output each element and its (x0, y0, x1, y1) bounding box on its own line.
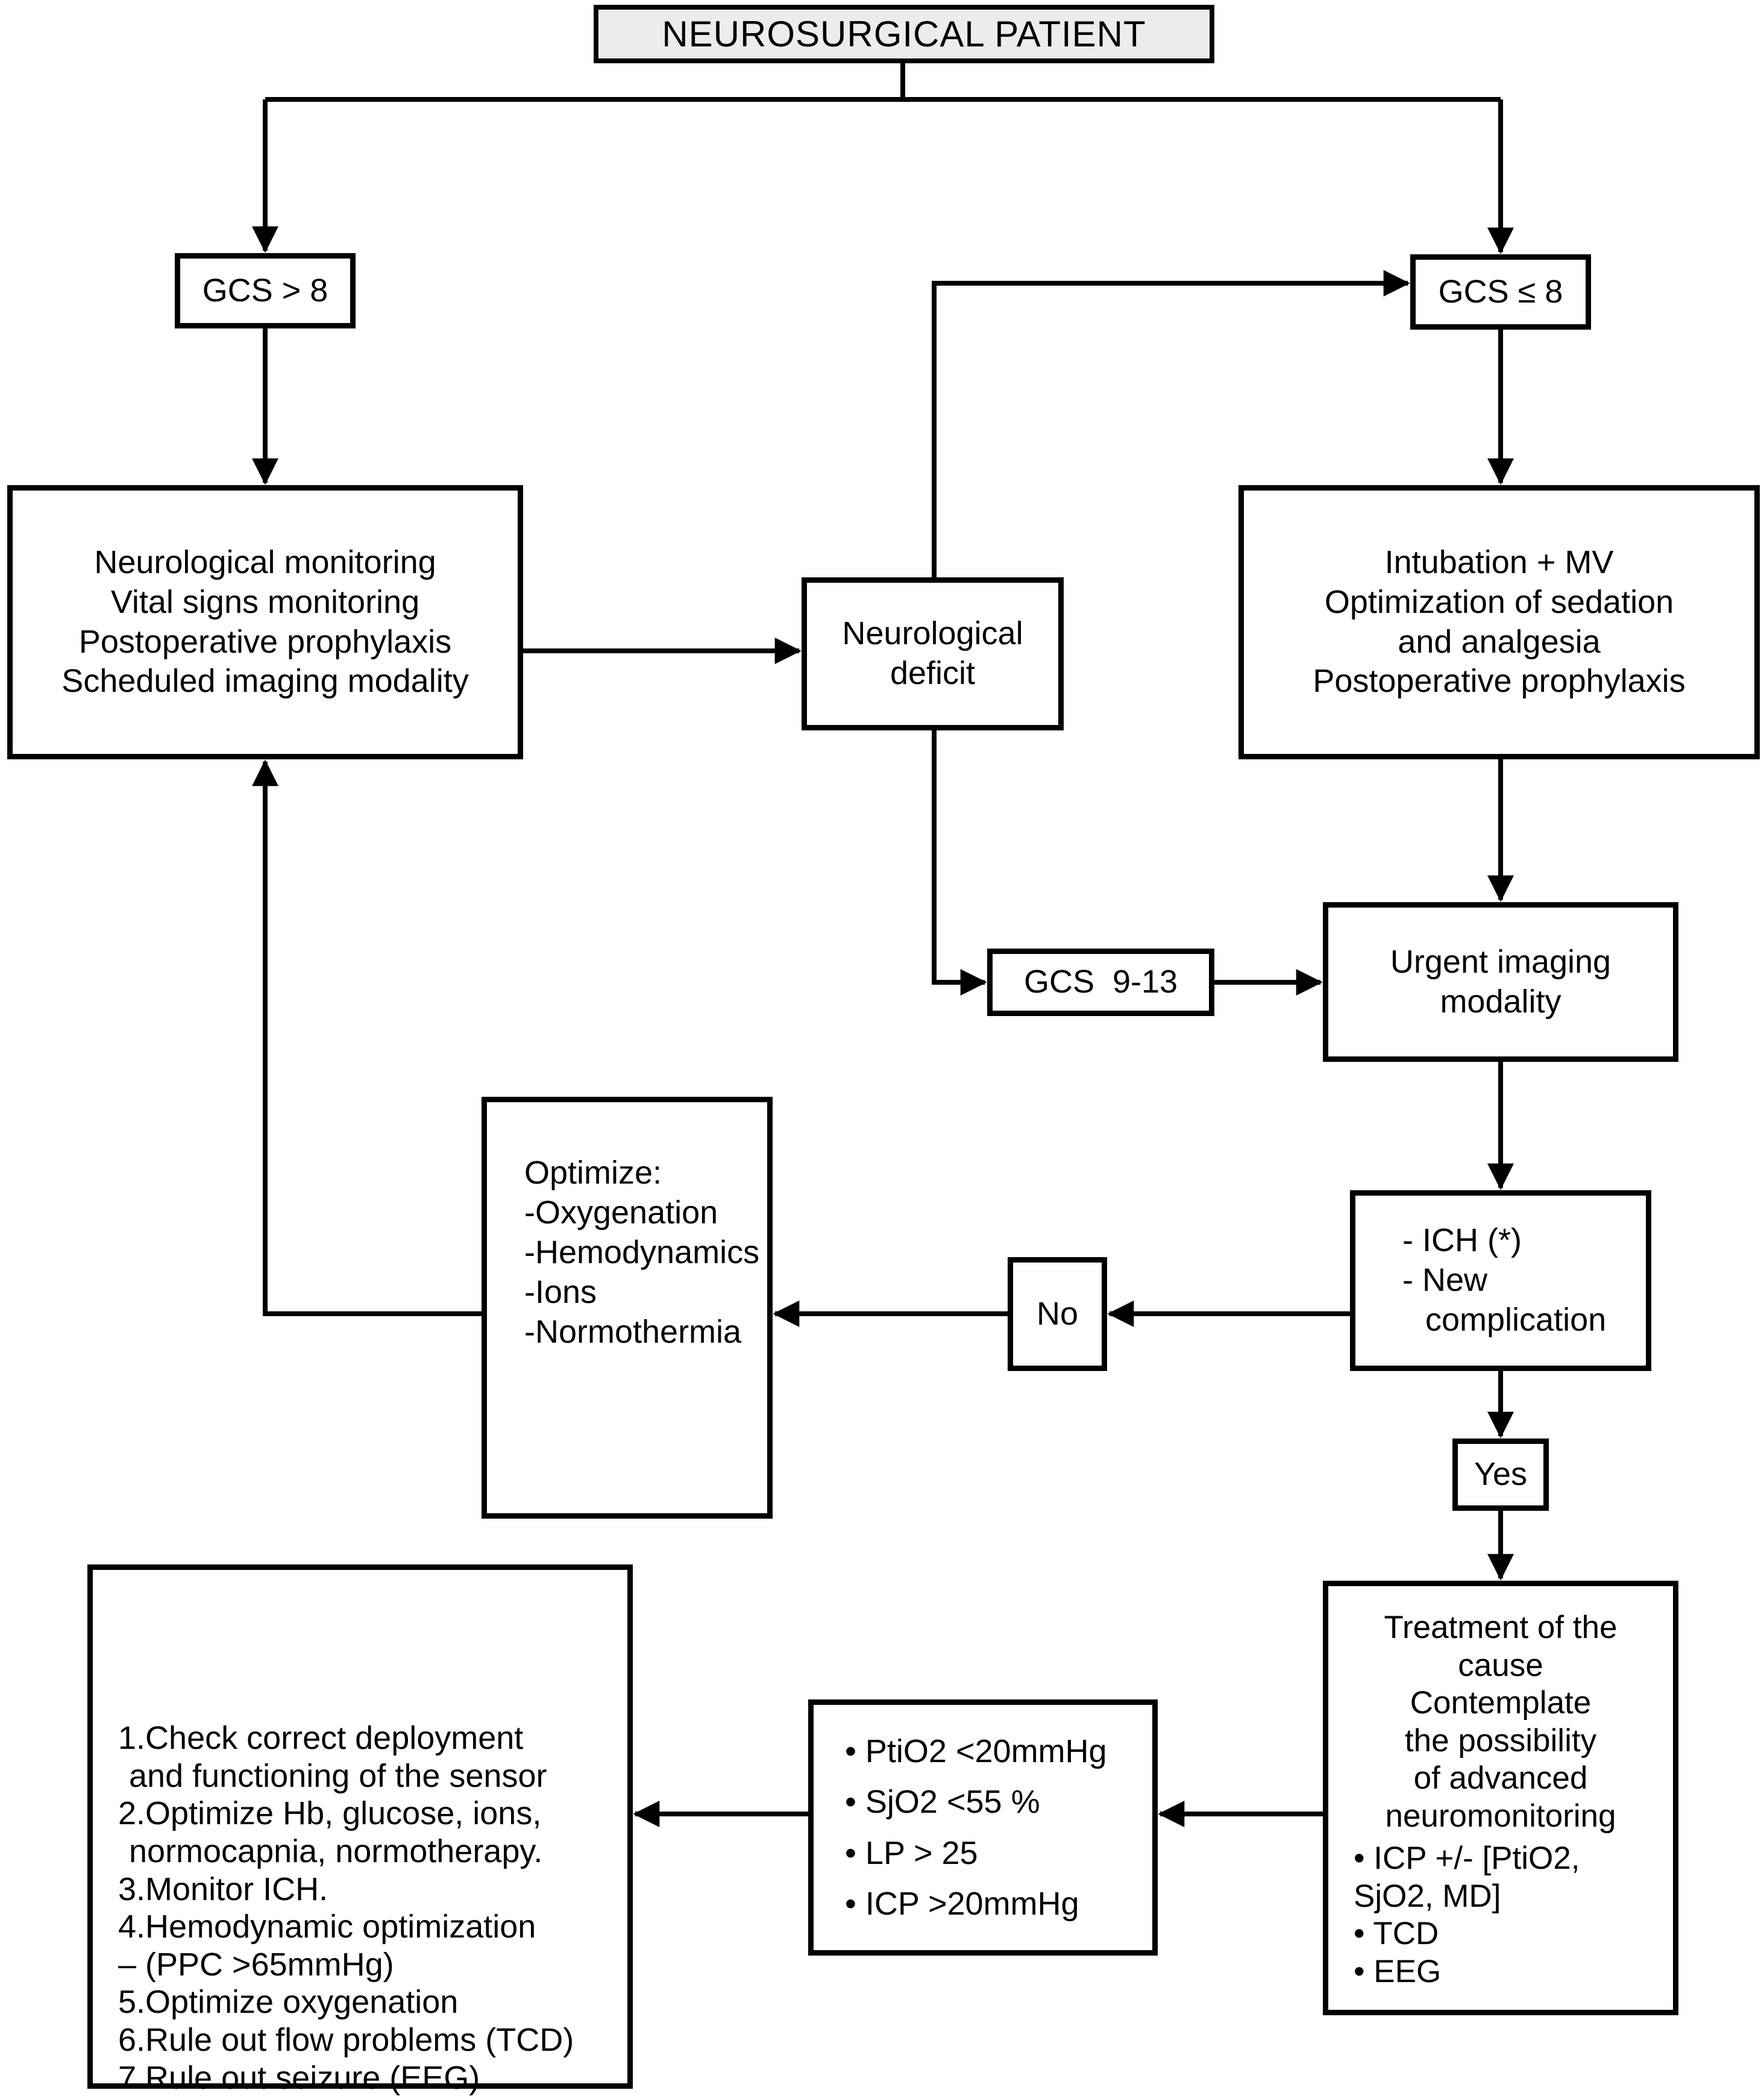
node-line: Intubation + MV (1384, 544, 1614, 580)
node-line: Neurological (842, 615, 1023, 652)
node-bullet: • SjO2 <55 % (845, 1784, 1040, 1821)
node-line: -Oxygenation (524, 1194, 718, 1231)
node-treatment-of-cause: Treatment of the cause Contemplate the p… (1323, 1581, 1678, 2015)
node-bullet: • EEG (1354, 1953, 1442, 1989)
node-intubation-mv: Intubation + MV Optimization of sedation… (1238, 485, 1760, 759)
node-no: No (1008, 1257, 1107, 1371)
node-line: Urgent imaging (1390, 943, 1612, 980)
node-label: NEUROSURGICAL PATIENT (662, 13, 1146, 54)
node-line: deficit (890, 655, 976, 691)
node-line: of advanced (1413, 1760, 1588, 1796)
edge-deficit-to-gcs-913 (932, 730, 987, 996)
node-line: - New (1402, 1262, 1488, 1299)
node-gcs-9-13: GCS 9-13 (987, 949, 1214, 1016)
node-label: No (1036, 1295, 1079, 1332)
node-yes: Yes (1452, 1439, 1549, 1511)
node-bullet-list: • ICP +/- [PtiO2, SjO2, MD] • TCD • EEG (1337, 1840, 1665, 1991)
node-neurosurgical-patient: NEUROSURGICAL PATIENT (594, 5, 1214, 63)
node-line: -Normothermia (524, 1313, 742, 1350)
node-optimize: Optimize: -Oxygenation -Hemodynamics -Io… (482, 1097, 773, 1519)
node-routine-monitoring: Neurological monitoring Vital signs moni… (7, 485, 523, 759)
node-urgent-imaging: Urgent imaging modality (1323, 902, 1678, 1062)
node-label: GCS > 8 (202, 272, 328, 309)
node-bullet: • TCD (1354, 1916, 1439, 1952)
node-line: Contemplate (1410, 1685, 1592, 1721)
node-label: GCS ≤ 8 (1438, 273, 1563, 310)
node-bullet: • LP > 25 (845, 1834, 978, 1871)
node-line: 3.Monitor ICH. (118, 1871, 328, 1907)
node-line: and functioning of the sensor (129, 1757, 547, 1794)
node-gcs-le8: GCS ≤ 8 (1410, 254, 1591, 330)
node-line: and analgesia (1398, 623, 1601, 660)
node-line: 6.Rule out flow problems (TCD) (118, 2022, 574, 2058)
node-bullet: SjO2, MD] (1354, 1878, 1501, 1914)
node-line: normocapnia, normotherapy. (129, 1833, 543, 1869)
node-line: the possibility (1404, 1722, 1597, 1759)
node-line: cause (1458, 1647, 1543, 1683)
node-line: 4.Hemodynamic optimization (118, 1909, 536, 1945)
node-bullet: • ICP +/- [PtiO2, (1354, 1840, 1580, 1877)
node-line: modality (1440, 983, 1562, 1020)
node-label: GCS 9-13 (1023, 964, 1178, 1000)
node-bullet: • ICP >20mmHg (845, 1885, 1079, 1922)
node-line: 2.Optimize Hb, glucose, ions, (118, 1795, 542, 1832)
node-bullet: • PtiO2 <20mmHg (845, 1733, 1107, 1770)
edge-deficit-to-gcs-le8 (932, 270, 1410, 577)
node-line: 5.Optimize oxygenation (118, 1984, 459, 2021)
node-line: Neurological monitoring (94, 544, 436, 580)
node-line: Postoperative prophylaxis (78, 623, 452, 660)
node-line: Scheduled imaging modality (61, 663, 469, 700)
node-line: Optimization of sedation (1324, 583, 1674, 620)
node-line: -Ions (524, 1273, 597, 1310)
node-line: – (PPC >65mmHg) (118, 1946, 394, 1983)
node-line: neuromonitoring (1385, 1798, 1616, 1834)
node-ich-new-complication: - ICH (*) - New complication (1350, 1190, 1651, 1371)
node-line: 7.Rule out seizure (EEG) (118, 2059, 480, 2096)
node-line: -Hemodynamics (524, 1234, 760, 1270)
node-monitoring-thresholds: • PtiO2 <20mmHg • SjO2 <55 % • LP > 25 •… (808, 1699, 1158, 1956)
node-neurological-deficit: Neurological deficit (802, 577, 1064, 730)
node-line: complication (1425, 1301, 1607, 1338)
node-label: Yes (1474, 1456, 1528, 1493)
edge-optimize-to-routine (252, 759, 482, 1316)
node-line: 1.Check correct deployment (118, 1720, 524, 1756)
node-gcs-gt8: GCS > 8 (175, 253, 356, 328)
node-checklist: 1.Check correct deployment and functioni… (87, 1564, 633, 2096)
node-line: Optimize: (524, 1155, 662, 1191)
node-line: Vital signs monitoring (110, 583, 420, 620)
node-line: Postoperative prophylaxis (1313, 663, 1686, 700)
node-line: - ICH (*) (1402, 1222, 1522, 1259)
node-line: Treatment of the (1384, 1610, 1618, 1645)
